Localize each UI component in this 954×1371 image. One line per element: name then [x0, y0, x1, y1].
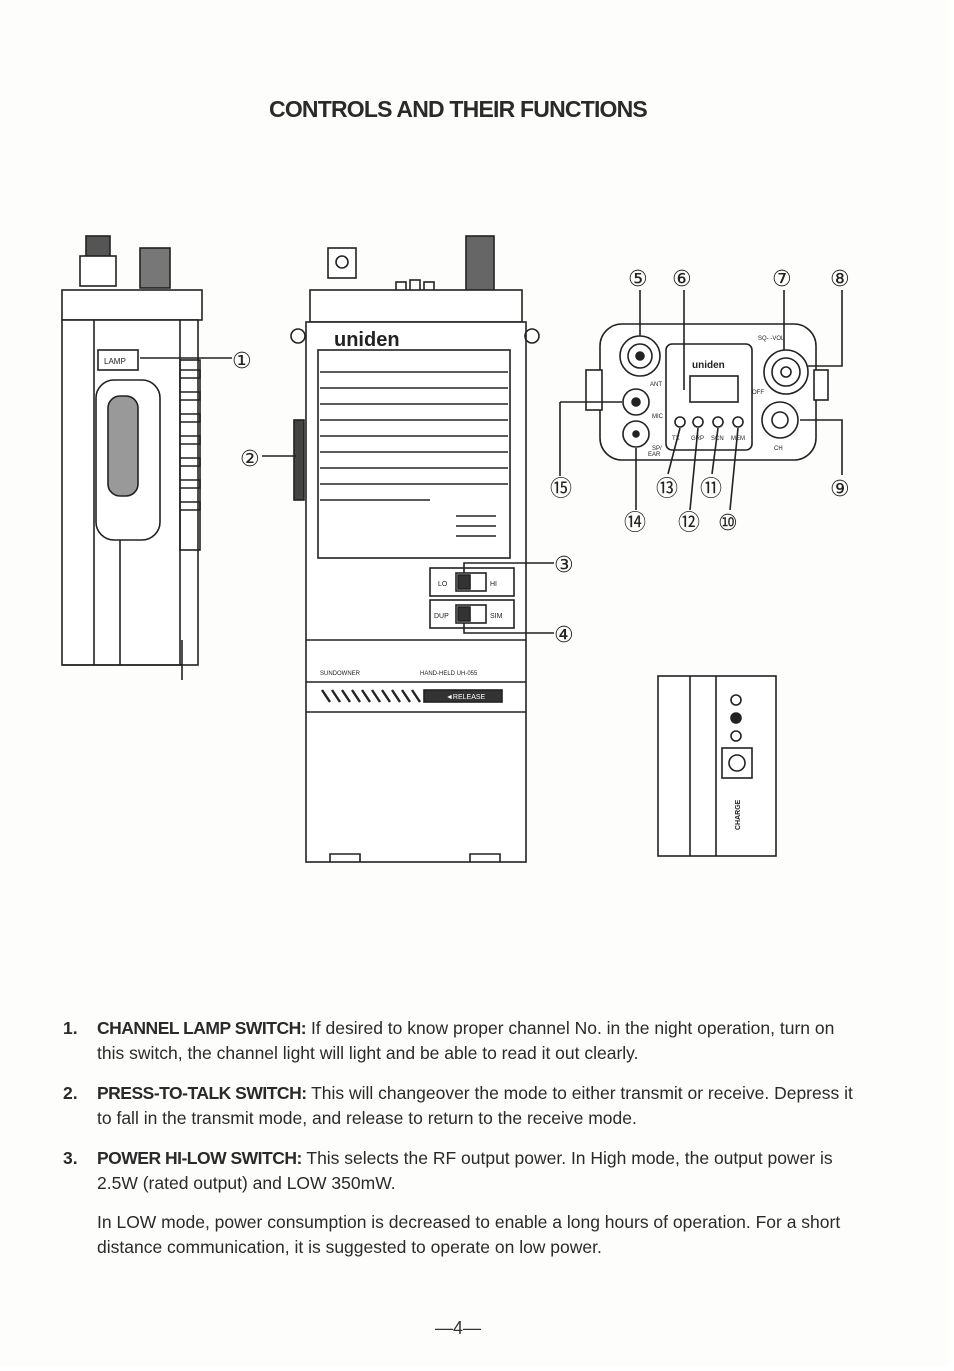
side-view: LAMP — [61, 235, 232, 680]
mic-label: MIC — [652, 414, 664, 420]
charge-label: CHARGE — [735, 799, 742, 830]
page-title: CONTROLS AND THEIR FUNCTIONS — [269, 96, 648, 122]
callout-15: ⑮ — [550, 477, 572, 502]
brand-logo: uniden — [334, 329, 400, 351]
callout-5: ⑤ — [628, 267, 648, 292]
top-view: ANT MIC SP/ EAR uniden TX GRP SCN MEM SQ… — [559, 290, 843, 511]
item-heading: POWER HI-LOW SWITCH: — [97, 1148, 302, 1168]
paragraph-text: In LOW mode, power consumption is decrea… — [97, 1212, 841, 1257]
dup-label: DUP — [434, 613, 449, 620]
lo-label: LO — [438, 581, 448, 588]
item-text: If desired to know proper channel No. in… — [97, 1018, 835, 1063]
ear-label: EAR — [648, 452, 661, 458]
callout-3: ③ — [554, 553, 574, 578]
off-label: OFF — [752, 390, 764, 396]
lamp-label: LAMP — [104, 357, 126, 366]
item-number: 1. — [63, 1018, 78, 1038]
item-heading: CHANNEL LAMP SWITCH: — [97, 1018, 307, 1038]
callout-14: ⑭ — [624, 511, 646, 536]
controls-diagram: LAMP uniden — [61, 235, 850, 863]
mem-label: MEM — [731, 436, 745, 442]
ant-label: ANT — [650, 382, 662, 388]
item-heading: PRESS-TO-TALK SWITCH: — [97, 1083, 307, 1103]
callout-12: ⑫ — [678, 511, 700, 536]
callout-2: ② — [240, 447, 260, 472]
callout-8: ⑧ — [830, 267, 850, 292]
model-left-label: SUNDOWNER — [320, 671, 361, 677]
page-number: —4— — [434, 1318, 481, 1338]
callout-10: ⑩ — [718, 511, 738, 536]
item-power-hi-low: 3. POWER HI-LOW SWITCH: This selects the… — [63, 1146, 863, 1196]
item-text: This will changeover the mode to either … — [97, 1083, 853, 1128]
item-press-to-talk: 2. PRESS-TO-TALK SWITCH: This will chang… — [63, 1081, 863, 1131]
item-text: This selects the RF output power. In Hig… — [97, 1148, 833, 1193]
battery-view: CHARGE — [657, 675, 777, 857]
ch-label: CH — [774, 446, 783, 452]
front-view: uniden LO HI DUP — [262, 235, 554, 863]
callout-9: ⑨ — [830, 477, 850, 502]
low-mode-paragraph: In LOW mode, power consumption is decrea… — [63, 1210, 863, 1260]
sp-ear-label: SP/ — [652, 446, 662, 452]
item-channel-lamp: 1. CHANNEL LAMP SWITCH: If desired to kn… — [63, 1016, 863, 1066]
model-right-label: HAND-HELD UH-055 — [420, 671, 478, 677]
hi-label: HI — [490, 581, 497, 588]
item-number: 3. — [63, 1148, 78, 1168]
tx-label: TX — [672, 436, 680, 442]
item-number: 2. — [63, 1083, 78, 1103]
callout-6: ⑥ — [672, 267, 692, 292]
top-brand-logo: uniden — [692, 360, 725, 371]
callout-4: ④ — [554, 623, 574, 648]
sq-vol-label: SQ- -VOL — [758, 336, 785, 342]
sim-label: SIM — [490, 613, 503, 620]
callout-11: ⑪ — [700, 477, 722, 502]
callouts: ① ② ③ ④ ⑤ ⑥ ⑦ ⑧ ⑨ ⑩ ⑪ ⑫ ⑬ ⑭ ⑮ — [232, 267, 850, 648]
release-label: ◄RELEASE — [446, 694, 486, 701]
callout-7: ⑦ — [772, 267, 792, 292]
callout-1: ① — [232, 349, 252, 374]
callout-13: ⑬ — [656, 477, 678, 502]
